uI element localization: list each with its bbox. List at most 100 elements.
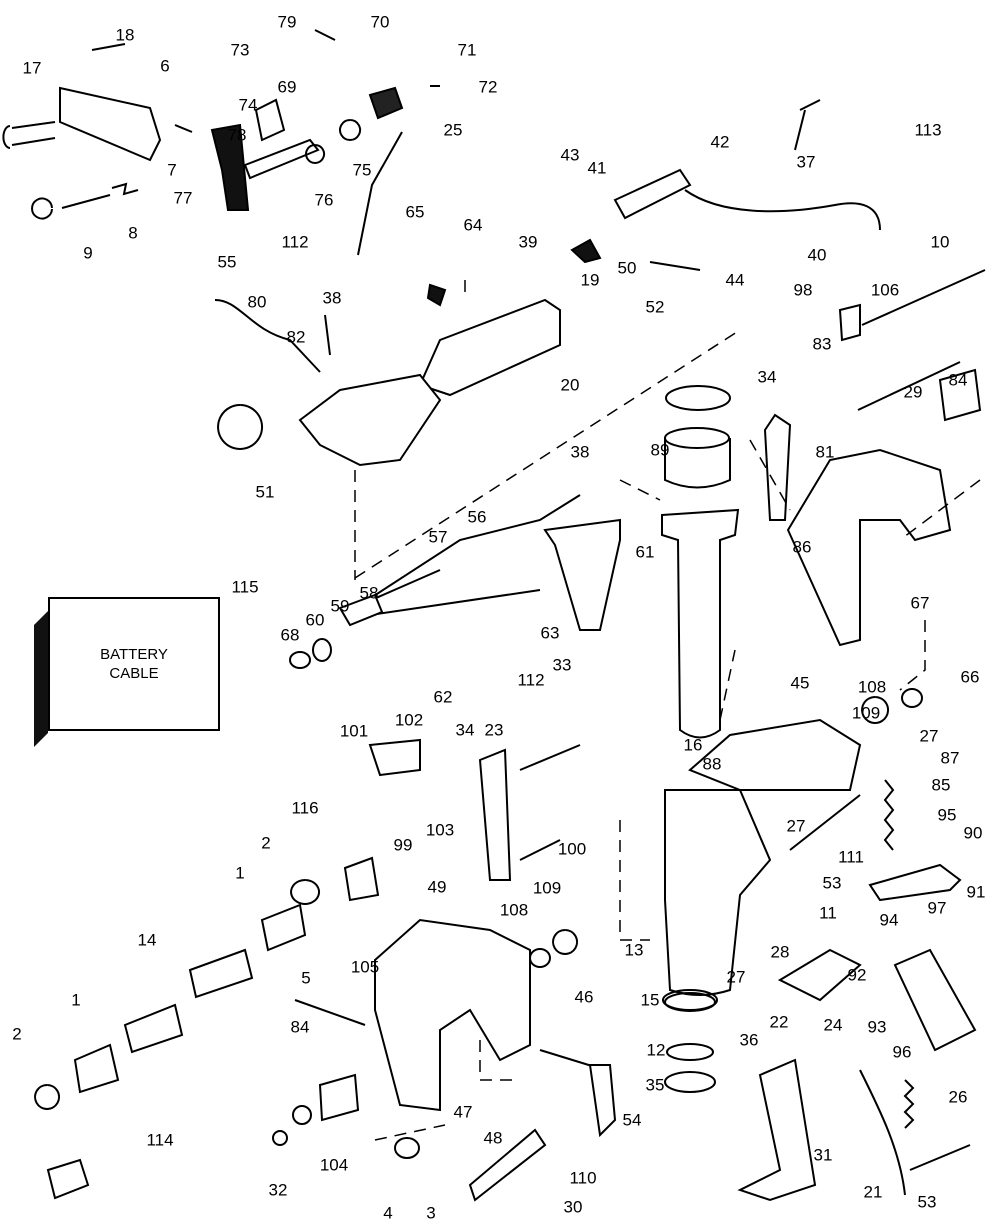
lever-102 <box>368 738 421 777</box>
bracket-92 <box>777 948 862 1002</box>
part-label-50: 50 <box>617 258 637 278</box>
switch-58 <box>338 593 384 627</box>
cotter-18 <box>91 43 126 51</box>
part-label-90: 90 <box>963 823 983 843</box>
part-label-10: 10 <box>930 232 950 252</box>
swivel-tube-16 <box>661 508 740 739</box>
part-label-29: 29 <box>903 382 923 402</box>
screw-79 <box>314 29 336 41</box>
part-label-54: 54 <box>622 1110 642 1130</box>
bracket-78 <box>254 98 286 142</box>
part-label-49: 49 <box>427 877 447 897</box>
tilt-rod-29 <box>857 361 961 411</box>
rod-21 <box>859 1069 906 1196</box>
part-label-96: 96 <box>892 1042 912 1062</box>
battery-cable-box: BATTERY CABLE <box>48 597 220 731</box>
washer-35 <box>664 1071 716 1093</box>
seal-89-top <box>665 385 731 411</box>
part-label-113: 113 <box>914 120 942 140</box>
part-label-114: 114 <box>146 1130 174 1150</box>
clamp-39 <box>426 283 447 307</box>
part-label-52: 52 <box>645 297 665 317</box>
part-label-26: 26 <box>948 1087 968 1107</box>
part-label-59: 59 <box>330 596 350 616</box>
part-label-18: 18 <box>115 25 135 45</box>
part-label-19: 19 <box>580 270 600 290</box>
part-label-9: 9 <box>83 243 93 263</box>
bolt-100 <box>519 839 561 861</box>
part-label-110: 110 <box>569 1168 597 1188</box>
part-label-74: 74 <box>238 95 258 115</box>
part-label-16: 16 <box>683 735 703 755</box>
part-label-94: 94 <box>879 910 899 930</box>
part-label-27: 27 <box>919 726 939 746</box>
threaded-rod-14-lower <box>123 1003 184 1054</box>
part-label-35: 35 <box>645 1075 665 1095</box>
spring-96 <box>903 1079 915 1129</box>
cable-80 <box>214 299 321 373</box>
part-label-28: 28 <box>770 942 790 962</box>
part-label-91: 91 <box>966 882 986 902</box>
tiller-housing <box>298 373 442 467</box>
part-label-98: 98 <box>793 280 813 300</box>
bushing-109-right <box>861 696 890 724</box>
part-label-4: 4 <box>383 1203 393 1223</box>
part-label-100: 100 <box>557 839 587 859</box>
part-label-80: 80 <box>247 292 267 312</box>
part-label-85: 85 <box>931 775 951 795</box>
part-label-33: 33 <box>552 655 572 675</box>
part-label-58: 58 <box>359 583 379 603</box>
part-label-83: 83 <box>812 334 832 354</box>
part-label-44: 44 <box>725 270 745 290</box>
part-label-75: 75 <box>352 160 372 180</box>
part-label-97: 97 <box>927 898 947 918</box>
part-label-111: 111 <box>838 847 864 867</box>
nut-32 <box>272 1130 288 1146</box>
cap-114 <box>46 1158 90 1200</box>
shaft-111 <box>789 794 861 851</box>
part-label-84: 84 <box>948 370 968 390</box>
part-label-109: 109 <box>851 703 881 723</box>
guide-lines <box>354 280 981 1141</box>
part-label-63: 63 <box>540 623 560 643</box>
part-label-12: 12 <box>646 1040 666 1060</box>
part-label-70: 70 <box>370 12 390 32</box>
part-label-86: 86 <box>792 537 812 557</box>
plate-110 <box>468 1128 547 1202</box>
part-label-87: 87 <box>940 748 960 768</box>
bolt-37 <box>794 99 821 151</box>
part-label-11: 11 <box>819 903 837 923</box>
part-label-55: 55 <box>217 252 237 272</box>
throttle-cable-42 <box>613 168 692 220</box>
washer-104 <box>292 1105 312 1125</box>
washer-60 <box>312 638 332 662</box>
bushing-89 <box>664 438 731 489</box>
part-label-41: 41 <box>587 158 607 178</box>
trim-lever-93 <box>893 948 977 1052</box>
part-label-93: 93 <box>867 1017 887 1037</box>
bushing-1-lower <box>73 1043 120 1094</box>
part-label-76: 76 <box>314 190 334 210</box>
part-label-31: 31 <box>813 1145 833 1165</box>
part-label-69: 69 <box>277 77 297 97</box>
part-label-65: 65 <box>405 202 425 222</box>
bushing-109-left <box>552 929 579 955</box>
part-label-102: 102 <box>394 710 424 730</box>
lever-22 <box>737 1058 817 1202</box>
part-label-30: 30 <box>563 1197 583 1217</box>
o-ring-12 <box>666 1043 714 1061</box>
cable-56 <box>359 494 581 606</box>
spring-95 <box>883 779 895 851</box>
pin-7 <box>174 124 193 133</box>
washer-108-right <box>901 688 923 708</box>
part-label-101: 101 <box>339 721 369 741</box>
cam-70 <box>368 86 404 120</box>
part-label-36: 36 <box>739 1030 759 1050</box>
part-label-60: 60 <box>305 610 325 630</box>
part-label-2: 2 <box>261 833 271 853</box>
knob-9 <box>31 194 111 220</box>
plate-4 <box>394 1137 420 1159</box>
part-label-25: 25 <box>443 120 463 140</box>
part-label-6: 6 <box>160 56 170 76</box>
bushing-84-right <box>938 368 982 422</box>
